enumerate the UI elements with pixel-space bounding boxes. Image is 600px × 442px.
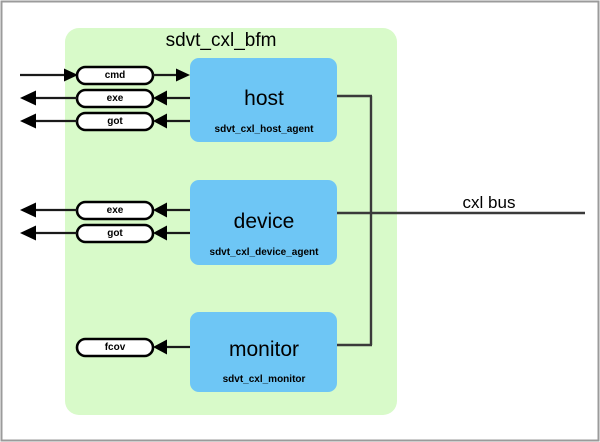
device-exe-external-arrowhead-icon	[20, 202, 36, 218]
monitor-fcov-internal-arrowhead-icon	[153, 339, 167, 355]
device-exe-internal-arrowhead-icon	[153, 202, 167, 218]
bfm-title: sdvt_cxl_bfm	[166, 30, 277, 51]
cxl-bus-wiring: cxl bus	[337, 94, 585, 347]
cmd-external-arrowhead-icon	[64, 68, 78, 82]
device-got-external-arrowhead-icon	[20, 225, 36, 241]
host-agent-group: host sdvt_cxl_host_agent	[190, 58, 337, 142]
cmd-internal-arrowhead-icon	[176, 68, 190, 82]
host-port-exe-label: exe	[107, 93, 124, 104]
host-agent-title: host	[244, 87, 284, 110]
monitor-port-fcov[interactable]	[75, 337, 155, 358]
device-agent-group: device sdvt_cxl_device_agent	[190, 180, 337, 265]
device-port-exe-group: exe	[20, 200, 190, 221]
monitor-agent-box[interactable]	[190, 312, 337, 392]
host-port-got-label: got	[107, 116, 123, 127]
device-agent-subtitle: sdvt_cxl_device_agent	[210, 247, 320, 258]
host-agent-box[interactable]	[190, 58, 337, 142]
host-exe-internal-arrowhead-icon	[153, 90, 167, 106]
device-agent-title: device	[234, 210, 295, 233]
host-port-cmd-label: cmd	[105, 70, 126, 81]
monitor-agent-title: monitor	[229, 338, 299, 361]
device-port-got-group: got	[20, 223, 190, 244]
device-agent-box[interactable]	[190, 180, 337, 265]
host-got-external-arrowhead-icon	[20, 113, 36, 129]
monitor-agent-subtitle: sdvt_cxl_monitor	[223, 374, 306, 385]
host-port-got-group: got	[20, 111, 190, 132]
device-got-internal-arrowhead-icon	[153, 225, 167, 241]
monitor-port-fcov-label: fcov	[105, 342, 126, 353]
host-port-cmd-group: cmd	[20, 65, 190, 86]
host-agent-subtitle: sdvt_cxl_host_agent	[215, 124, 315, 135]
host-port-exe-group: exe	[20, 88, 190, 109]
host-exe-external-arrowhead-icon	[20, 90, 36, 106]
host-got-internal-arrowhead-icon	[153, 113, 167, 129]
device-port-exe-label: exe	[107, 205, 124, 216]
device-port-got-label: got	[107, 228, 123, 239]
monitor-agent-group: monitor sdvt_cxl_monitor	[190, 312, 337, 392]
cxl-bus-label: cxl bus	[463, 193, 516, 212]
monitor-port-fcov-group: fcov	[75, 337, 190, 358]
